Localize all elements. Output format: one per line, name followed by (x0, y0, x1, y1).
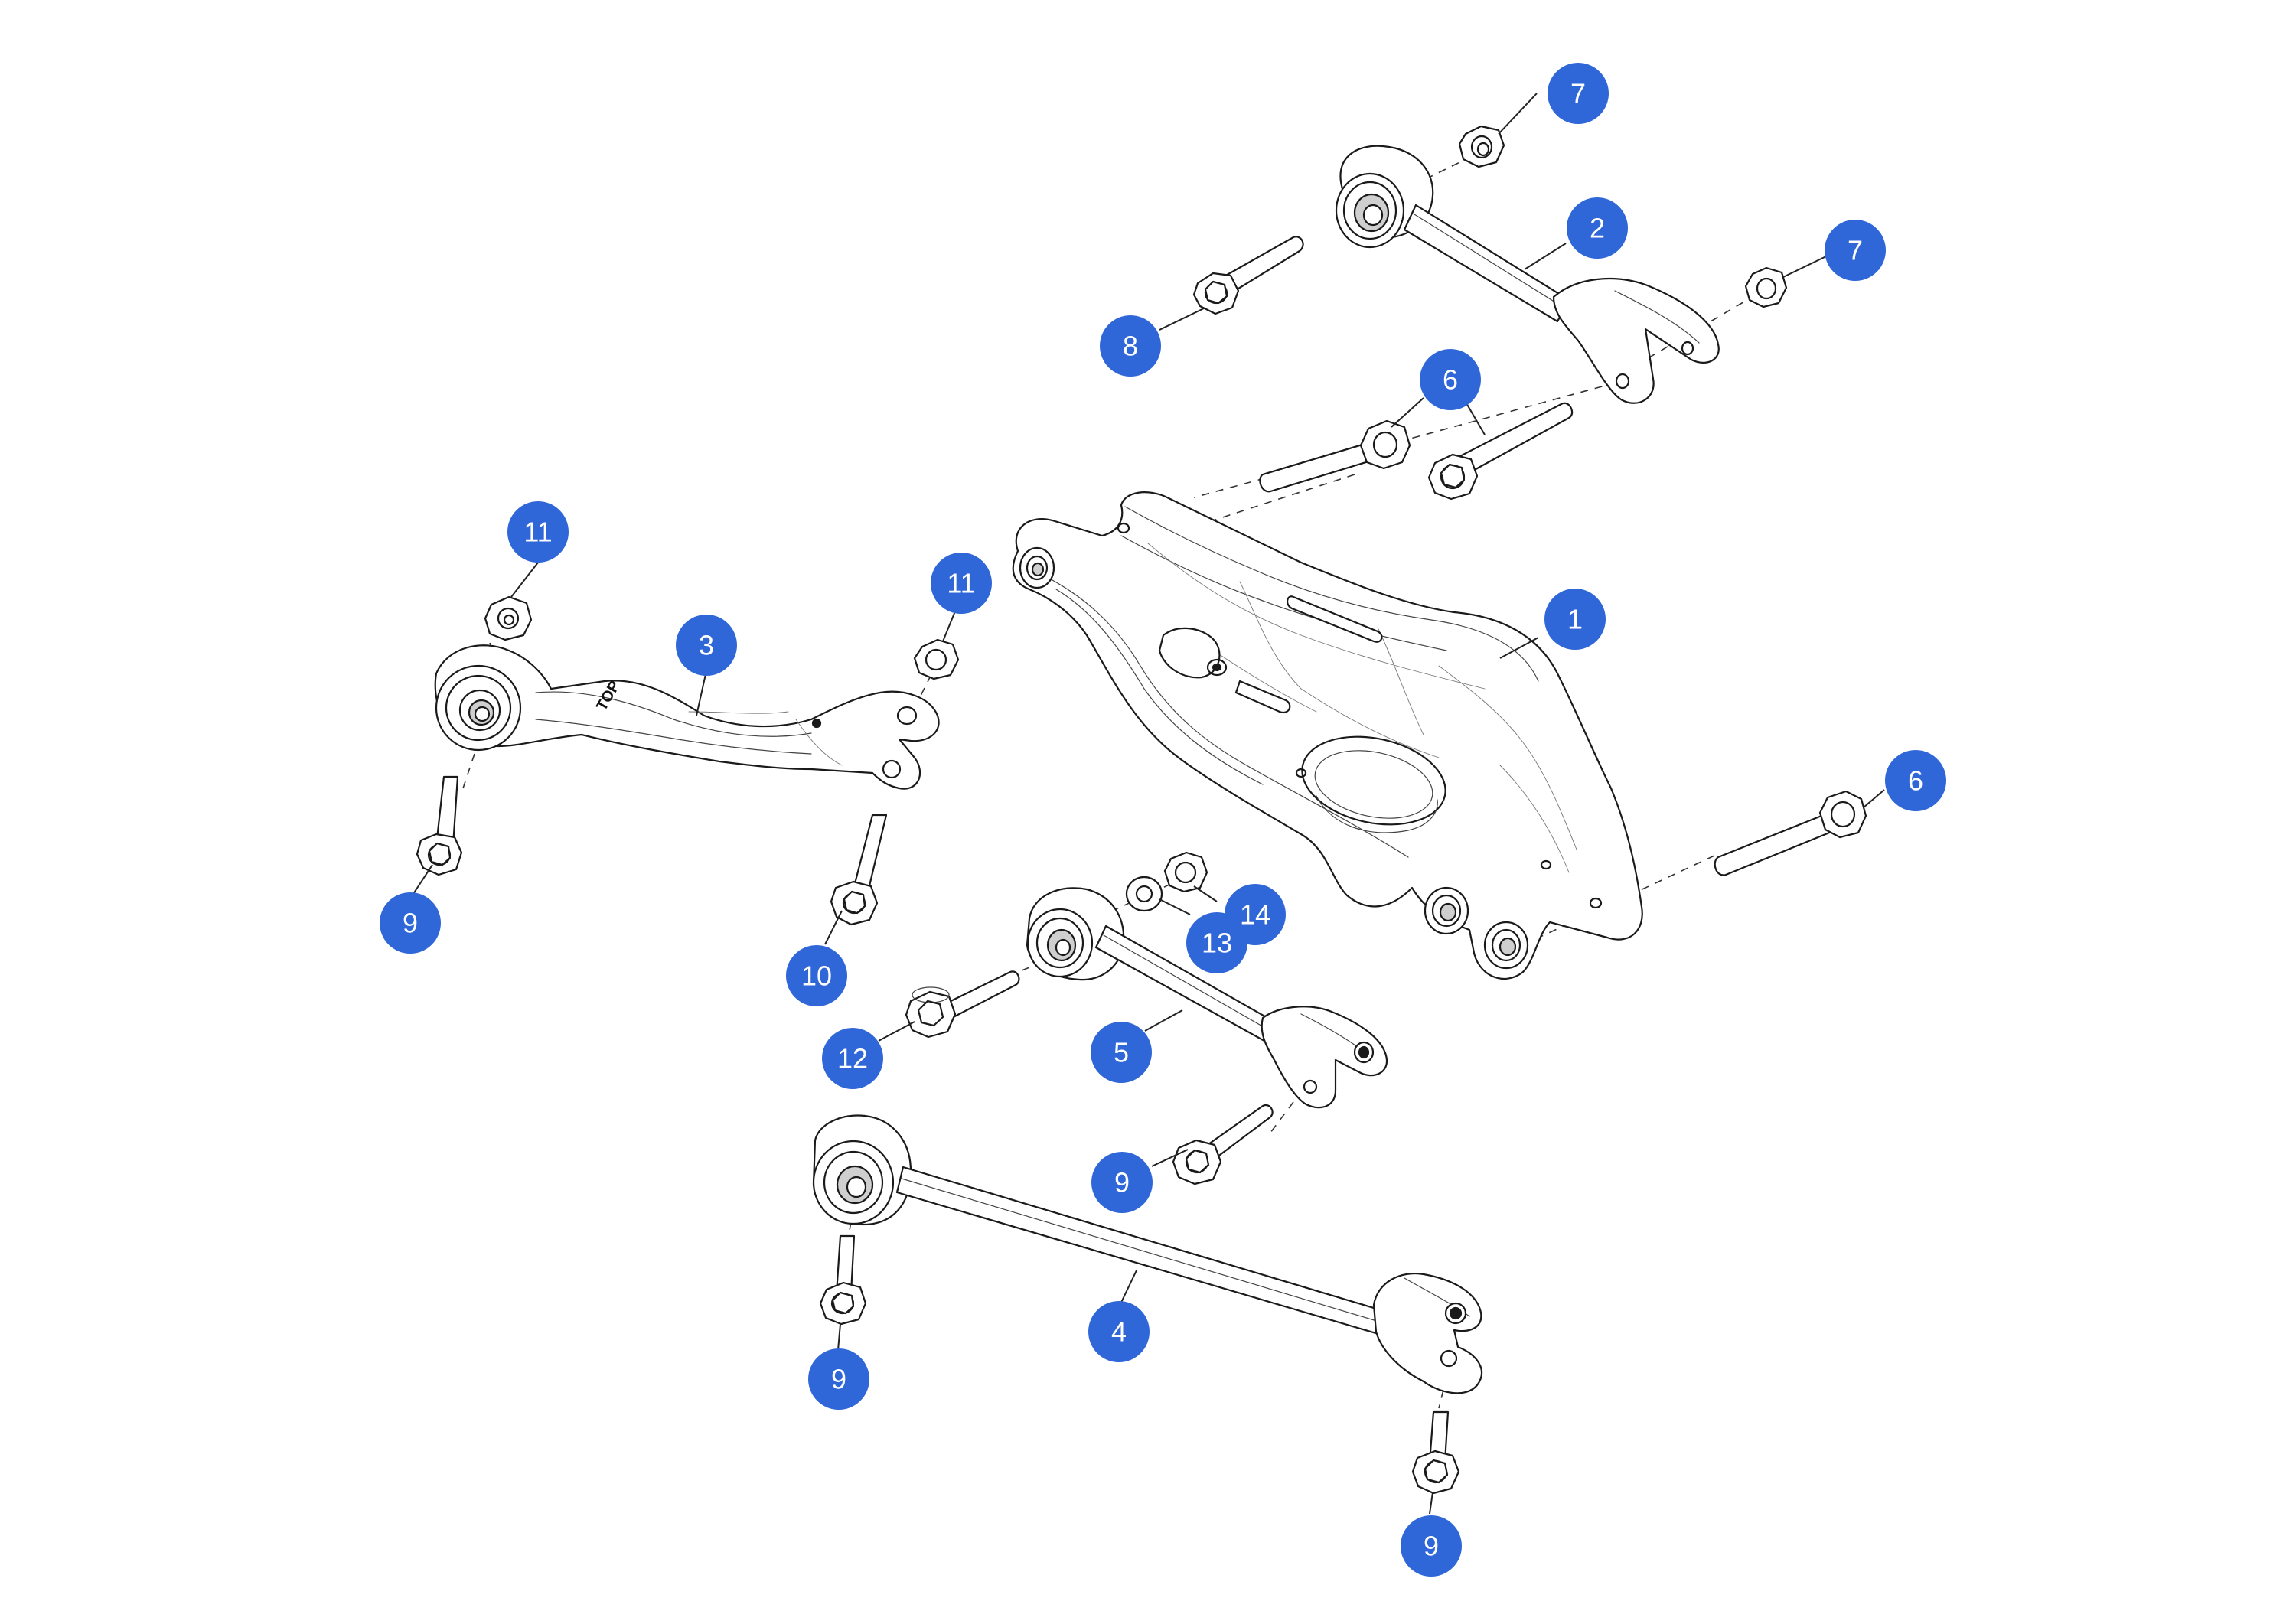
callout-circle (808, 1348, 869, 1410)
callout-9-camber[interactable]: 9 (380, 892, 441, 954)
callout-circle (507, 501, 569, 563)
bolt-9-camber-arm (416, 775, 463, 876)
callout-label: 9 (1114, 1167, 1130, 1198)
bolt-6-middle (1427, 402, 1574, 501)
callout-circle (1885, 750, 1946, 811)
callout-11-right[interactable]: 11 (931, 553, 992, 614)
lower-control-arm (812, 1114, 1482, 1394)
callout-circle (786, 945, 847, 1006)
callout-label: 11 (947, 568, 975, 599)
callout-9-toe[interactable]: 9 (1091, 1152, 1153, 1213)
callout-10[interactable]: 10 (786, 945, 847, 1006)
callout-7-top[interactable]: 7 (1548, 63, 1609, 124)
callout-label: 8 (1123, 331, 1138, 362)
callout-label: 9 (403, 908, 418, 939)
callout-2[interactable]: 2 (1567, 197, 1628, 259)
leader-lines (413, 93, 1885, 1515)
callout-label: 9 (831, 1364, 846, 1395)
callout-label: 7 (1848, 235, 1863, 266)
callout-11-left[interactable]: 11 (507, 501, 569, 563)
callout-label: 11 (523, 517, 552, 548)
callout-label: 5 (1114, 1037, 1129, 1068)
nut-7-right (1744, 266, 1788, 308)
callout-label: 6 (1443, 364, 1458, 396)
callout-label: 10 (801, 960, 832, 992)
callout-6-top[interactable]: 6 (1420, 349, 1481, 410)
callout-circle (1100, 315, 1161, 377)
callout-circle (1544, 589, 1606, 650)
bolt-10 (830, 814, 888, 926)
callout-label: 14 (1240, 899, 1270, 931)
callout-3[interactable]: 3 (676, 615, 737, 676)
camber-arm: TOP (434, 644, 940, 790)
callout-1[interactable]: 1 (1544, 589, 1606, 650)
subframe-crossmember (1012, 491, 1643, 980)
callout-circle (822, 1028, 883, 1089)
upper-control-arm (1335, 145, 1720, 404)
callout-label: 13 (1202, 928, 1232, 959)
callout-circle (1548, 63, 1609, 124)
callout-12[interactable]: 12 (822, 1028, 883, 1089)
callout-9-lower-left[interactable]: 9 (808, 1348, 869, 1410)
callout-label: 2 (1590, 213, 1605, 244)
callout-label: 9 (1424, 1531, 1439, 1562)
callout-circle (1825, 220, 1886, 281)
callouts: 7 2 7 8 6 1 6 11 (380, 63, 1946, 1577)
callout-label: 4 (1111, 1316, 1127, 1348)
bolt-9-toe-link (1172, 1104, 1274, 1185)
callout-circle (1091, 1022, 1152, 1083)
callout-circle (380, 892, 441, 954)
bolt-9-lower-arm-left (819, 1234, 867, 1326)
callout-7-right[interactable]: 7 (1825, 220, 1886, 281)
callout-label: 7 (1570, 78, 1586, 109)
callout-5[interactable]: 5 (1091, 1022, 1152, 1083)
callout-label: 6 (1908, 765, 1923, 797)
callout-circle (1186, 912, 1247, 973)
bolt-6-right (1714, 790, 1867, 876)
bolt-12 (905, 970, 1020, 1039)
callout-label: 12 (837, 1043, 868, 1075)
bolt-8 (1192, 236, 1304, 315)
callout-8[interactable]: 8 (1100, 315, 1161, 377)
washer-13 (1125, 876, 1163, 912)
nut-14 (1163, 851, 1208, 893)
callout-4[interactable]: 4 (1088, 1301, 1150, 1362)
callout-9-lower-right[interactable]: 9 (1401, 1515, 1462, 1577)
bolt-9-lower-arm-right (1411, 1410, 1460, 1495)
nut-11-left (484, 595, 533, 641)
callout-6-right[interactable]: 6 (1885, 750, 1946, 811)
callout-label: 1 (1567, 604, 1583, 635)
callout-circle (1088, 1301, 1150, 1362)
bolt-6-left (1259, 419, 1411, 493)
callout-label: 3 (699, 630, 714, 661)
callout-circle (1420, 349, 1481, 410)
callout-13[interactable]: 13 (1186, 912, 1247, 973)
nut-7-upper (1458, 125, 1505, 168)
callout-circle (1091, 1152, 1153, 1213)
nut-11-right (913, 638, 960, 680)
callout-circle (676, 615, 737, 676)
callout-circle (931, 553, 992, 614)
toe-link (1026, 887, 1388, 1109)
callout-circle (1567, 197, 1628, 259)
callout-circle (1401, 1515, 1462, 1577)
